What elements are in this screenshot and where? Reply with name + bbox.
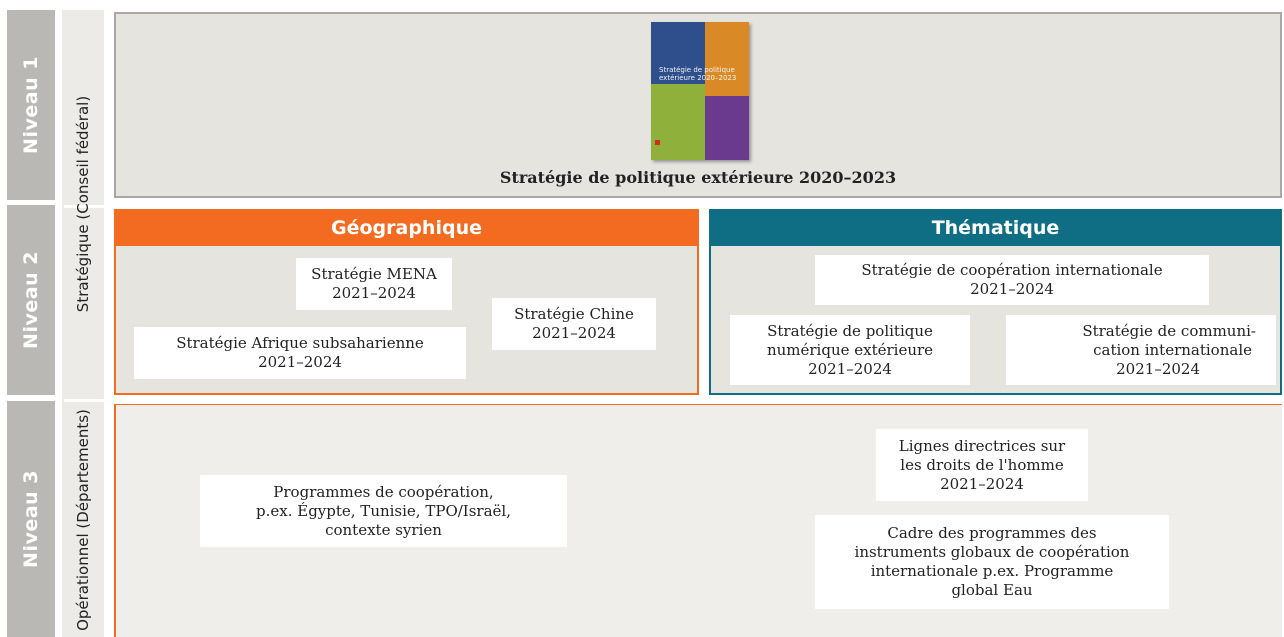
book-cover-title: Stratégie de politique extérieure 2020–2…	[659, 66, 737, 82]
side-separator	[64, 205, 104, 208]
level-2-bar: Niveau 2	[7, 205, 55, 395]
side-separator	[64, 399, 104, 402]
foreign-policy-strategy-title: Stratégie de politique extérieure 2020–2…	[499, 168, 897, 187]
human-rights-guidelines-card: Lignes directrices sur les droits de l'h…	[876, 429, 1088, 501]
swiss-flag-icon	[655, 140, 660, 145]
strategy-mena-card: Stratégie MENA 2021–2024	[296, 258, 452, 310]
strategic-label-wrap: Stratégique (Conseil fédéral)	[64, 10, 102, 397]
operational-label: Opérationnel (Départements)	[74, 408, 92, 631]
level-1-bar: Niveau 1	[7, 10, 55, 200]
strategy-chine-card: Stratégie Chine 2021–2024	[492, 298, 656, 350]
side-label-column	[62, 10, 104, 637]
geographique-header: Géographique	[114, 209, 699, 246]
strategy-cooperation-card: Stratégie de coopération internationale …	[815, 255, 1209, 305]
level-3-label: Niveau 3	[20, 470, 42, 568]
strategy-numerique-card: Stratégie de politique numérique extérie…	[730, 315, 970, 385]
thematique-header: Thématique	[709, 209, 1282, 246]
operational-label-wrap: Opérationnel (Départements)	[64, 402, 102, 637]
level-3-bar: Niveau 3	[7, 401, 55, 637]
strategy-book-cover: Stratégie de politique extérieure 2020–2…	[651, 22, 749, 160]
strategy-afrique-card: Stratégie Afrique subsaharienne 2021–202…	[134, 327, 466, 379]
global-programmes-framework-card: Cadre des programmes des instruments glo…	[815, 515, 1169, 609]
level-2-label: Niveau 2	[20, 251, 42, 349]
level-1-label: Niveau 1	[20, 56, 42, 154]
strategy-communication-card: Stratégie de communi- cation internation…	[1006, 315, 1276, 385]
cooperation-programmes-card: Programmes de coopération, p.ex. Égypte,…	[200, 475, 567, 547]
strategic-label: Stratégique (Conseil fédéral)	[74, 95, 93, 312]
